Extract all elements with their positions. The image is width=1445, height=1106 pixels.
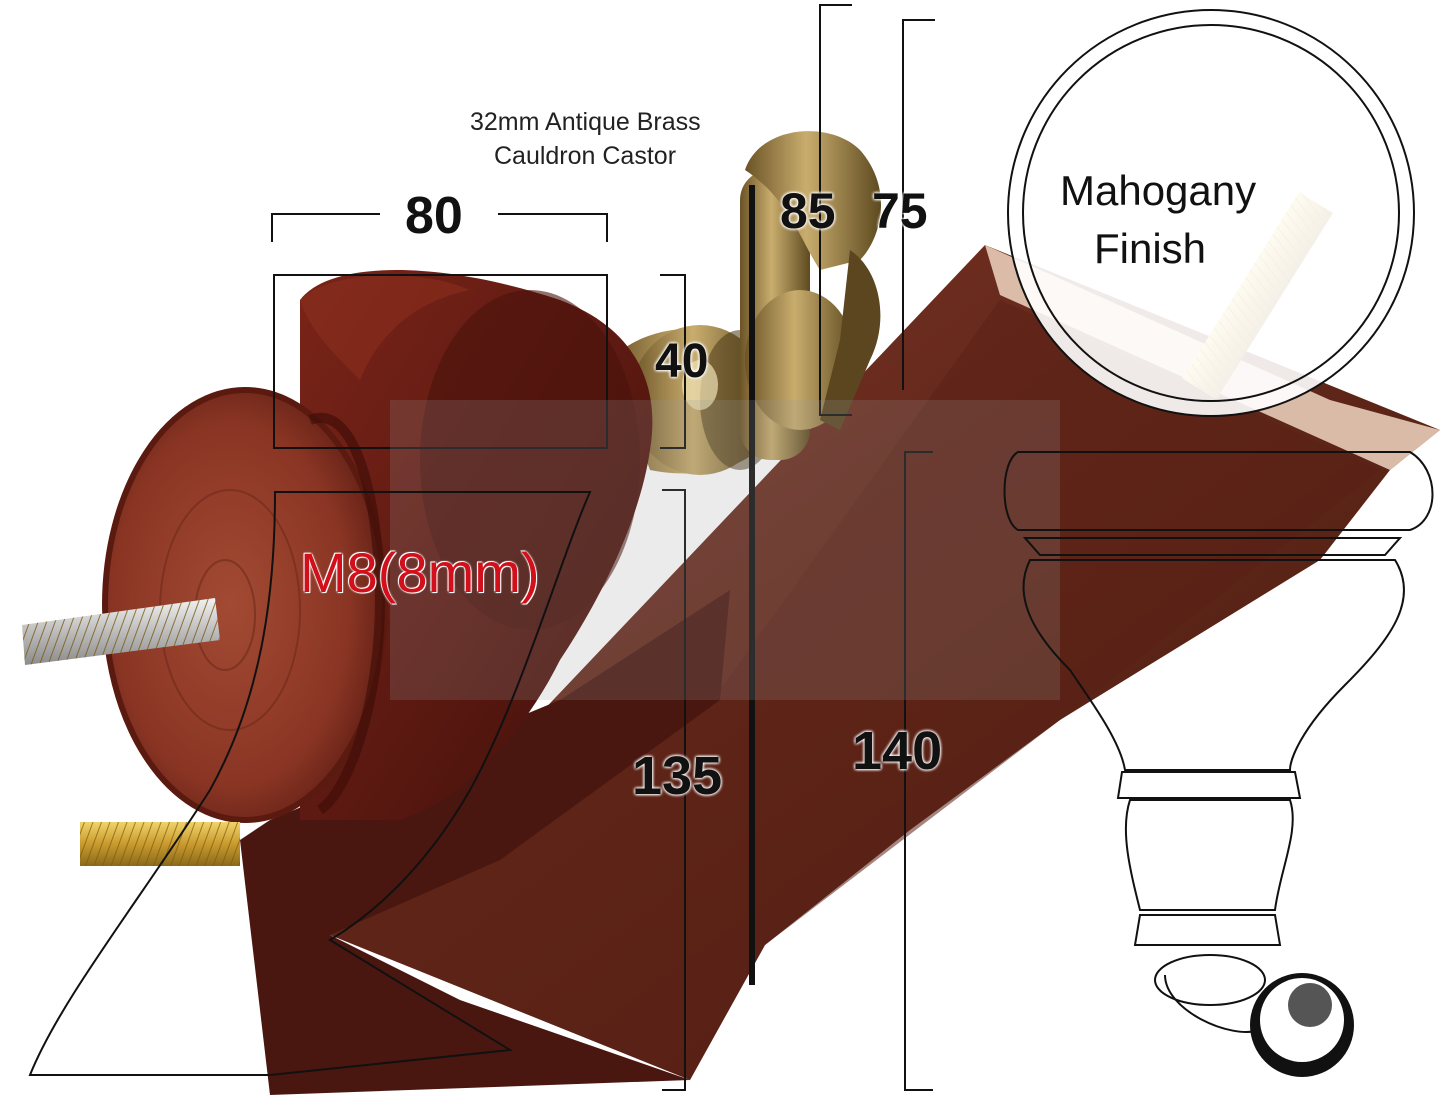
dim-height-outline: 140 xyxy=(852,721,943,781)
dim-bracket-135 xyxy=(662,489,686,1091)
dim-height-total: 135 xyxy=(632,746,723,806)
finish-line2: Finish xyxy=(1093,225,1207,272)
dim-width-top: 80 xyxy=(405,187,463,245)
dim-bracket-85 xyxy=(819,4,852,416)
silver-bolt xyxy=(22,598,220,665)
finish-line1: Mahogany xyxy=(1060,167,1257,214)
dimension-lines xyxy=(271,4,935,1091)
finish-label: Mahogany Finish xyxy=(1060,162,1257,278)
block-outline xyxy=(28,491,592,1076)
wheel-icon xyxy=(1250,973,1354,1077)
thread-size: M8(8mm) xyxy=(300,541,540,604)
dim-height-cup: 40 xyxy=(655,335,709,388)
dim-bracket-40 xyxy=(660,274,686,449)
dim-bracket-80 xyxy=(271,213,608,242)
dim-box-40 xyxy=(273,274,608,449)
caption: 32mm Antique Brass Cauldron Castor xyxy=(470,105,701,173)
dim-bracket-75 xyxy=(902,19,935,390)
brass-bolt-lower xyxy=(80,822,240,866)
caption-line2: Cauldron Castor xyxy=(493,142,677,170)
finish-swatch xyxy=(1007,9,1415,417)
dim-height-castor: 85 xyxy=(780,183,836,239)
brass-castor xyxy=(610,131,881,475)
dim-bracket-140 xyxy=(904,451,933,1091)
caption-line1: 32mm Antique Brass xyxy=(470,108,701,136)
dim-height-wheel: 75 xyxy=(872,183,928,239)
watermark xyxy=(390,400,1060,700)
mahogany-bun xyxy=(102,270,653,823)
leg-outline xyxy=(1003,451,1434,1033)
wood-block-lower xyxy=(240,590,730,1095)
